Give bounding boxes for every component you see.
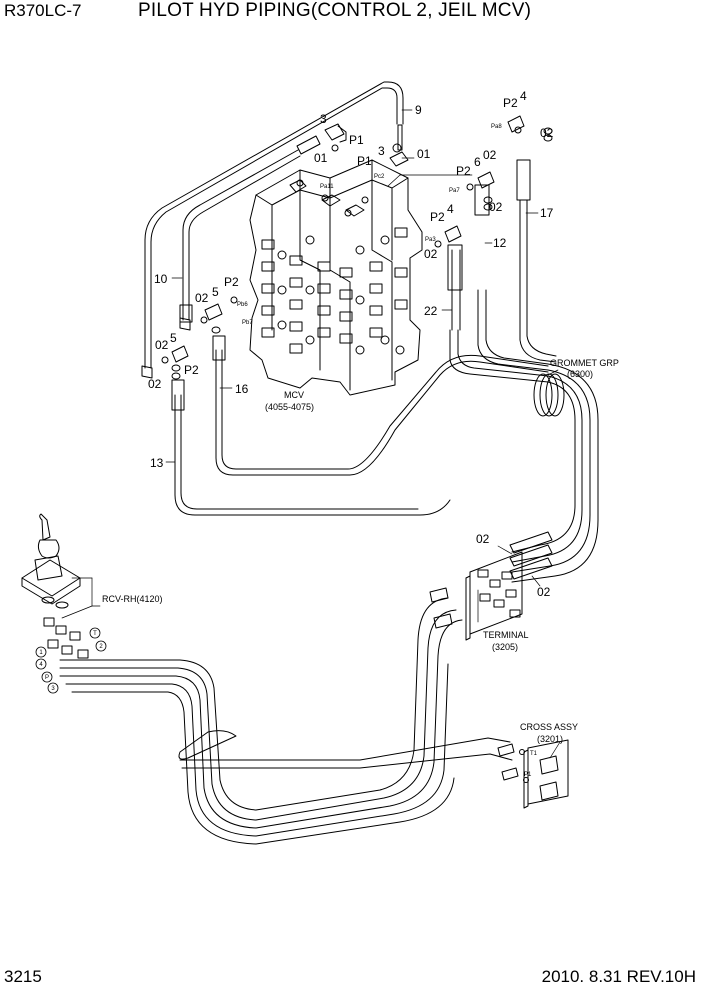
callout-02-c: 02 (489, 200, 503, 214)
callout-12: 12 (493, 236, 507, 250)
page-number: 3215 (4, 967, 42, 986)
callout-17: 17 (540, 206, 554, 220)
port-pa11: Pa11 (320, 184, 334, 190)
rcv-port-4: 4 (39, 662, 43, 668)
rcv-port-numbers: 1 4 P 3 T 2 (39, 631, 103, 692)
callout-3-a: 3 (320, 112, 327, 126)
terminal-label: TERMINAL (483, 630, 529, 640)
callout-p1-b: P1 (357, 154, 372, 168)
callout-p2-c: P2 (430, 210, 445, 224)
callout-01-a: 01 (314, 151, 328, 165)
mcv-label: MCV (284, 390, 304, 400)
mcv-code: (4055-4075) (265, 402, 314, 412)
rcv-port-circles (35, 627, 107, 694)
rcv-port-p: P (45, 675, 49, 681)
callout-10: 10 (154, 272, 168, 286)
terminal-block (429, 531, 553, 641)
revision-date: 2010. 8.31 REV.10H (541, 967, 696, 986)
port-t1: T1 (530, 751, 538, 757)
port-pa8: Pa8 (491, 124, 502, 130)
callout-02-f: 02 (155, 338, 169, 352)
callout-4-a: 4 (520, 89, 527, 103)
callout-02-a: 02 (540, 126, 554, 140)
callout-02-h: 02 (476, 532, 490, 546)
cross-assy-label: CROSS ASSY (520, 722, 578, 732)
callout-16: 16 (235, 382, 249, 396)
hose-bundle (447, 159, 599, 583)
grommet-code: (6300) (567, 369, 593, 379)
callout-02-g: 02 (148, 377, 162, 391)
callout-02-e: 02 (195, 291, 209, 305)
hose-9 (144, 81, 404, 369)
callout-6: 6 (474, 155, 481, 169)
hose-lower-bundle (59, 597, 513, 845)
hose-13 (171, 379, 451, 516)
callout-p2-d: P2 (224, 275, 239, 289)
grommet-label: GROMMET GRP (550, 358, 619, 368)
callout-02-i: 02 (537, 585, 551, 599)
leader-lines (61, 109, 561, 759)
rcv-joystick (21, 513, 89, 659)
port-labels: Pa11 Pc2 Pa8 Pa7 Pa3 Pb6 Pb7 T1 P1 (237, 124, 538, 778)
model-code: R370LC-7 (4, 1, 82, 20)
callout-5-b: 5 (170, 331, 177, 345)
assembly-labels: MCV (4055-4075) GROMMET GRP (6300) RCV-R… (102, 358, 619, 744)
rcv-port-2: 2 (99, 644, 103, 650)
callout-02-d: 02 (424, 247, 438, 261)
port-pc2: Pc2 (374, 174, 385, 180)
drawing-title: PILOT HYD PIPING(CONTROL 2, JEIL MCV) (138, 0, 532, 21)
port-p1: P1 (524, 772, 532, 778)
callout-02-b: 02 (483, 148, 497, 162)
rcv-label: RCV-RH(4120) (102, 594, 163, 604)
hose-10 (179, 135, 321, 323)
port-pb7: Pb7 (242, 320, 253, 326)
callout-p1-a: P1 (349, 133, 364, 147)
callout-4-b: 4 (447, 202, 454, 216)
mcv-valve (249, 159, 423, 396)
port-pb6: Pb6 (237, 302, 248, 308)
callout-p2-e: P2 (184, 363, 199, 377)
fittings-left (141, 296, 238, 380)
callout-labels: 9 10 13 16 17 12 22 3 01 P1 3 P1 01 P2 4… (148, 89, 554, 599)
callout-22: 22 (424, 304, 438, 318)
fittings-top (324, 115, 553, 248)
callout-9: 9 (415, 103, 422, 117)
callout-p2-b: P2 (456, 164, 471, 178)
cross-assy (497, 739, 569, 809)
cross-assy-code: (3201) (537, 734, 563, 744)
terminal-code: (3205) (492, 642, 518, 652)
callout-13: 13 (150, 456, 164, 470)
grommet (533, 373, 565, 417)
callout-5-a: 5 (212, 285, 219, 299)
callout-p2-a: P2 (503, 96, 518, 110)
callout-3-b: 3 (378, 144, 385, 158)
callout-01-b: 01 (417, 147, 431, 161)
rcv-port-t: T (93, 631, 97, 637)
port-pa7: Pa7 (449, 188, 460, 194)
rcv-port-1: 1 (39, 650, 43, 656)
rcv-port-3: 3 (51, 686, 55, 692)
hose-16 (212, 335, 549, 476)
port-pa3: Pa3 (425, 237, 436, 243)
